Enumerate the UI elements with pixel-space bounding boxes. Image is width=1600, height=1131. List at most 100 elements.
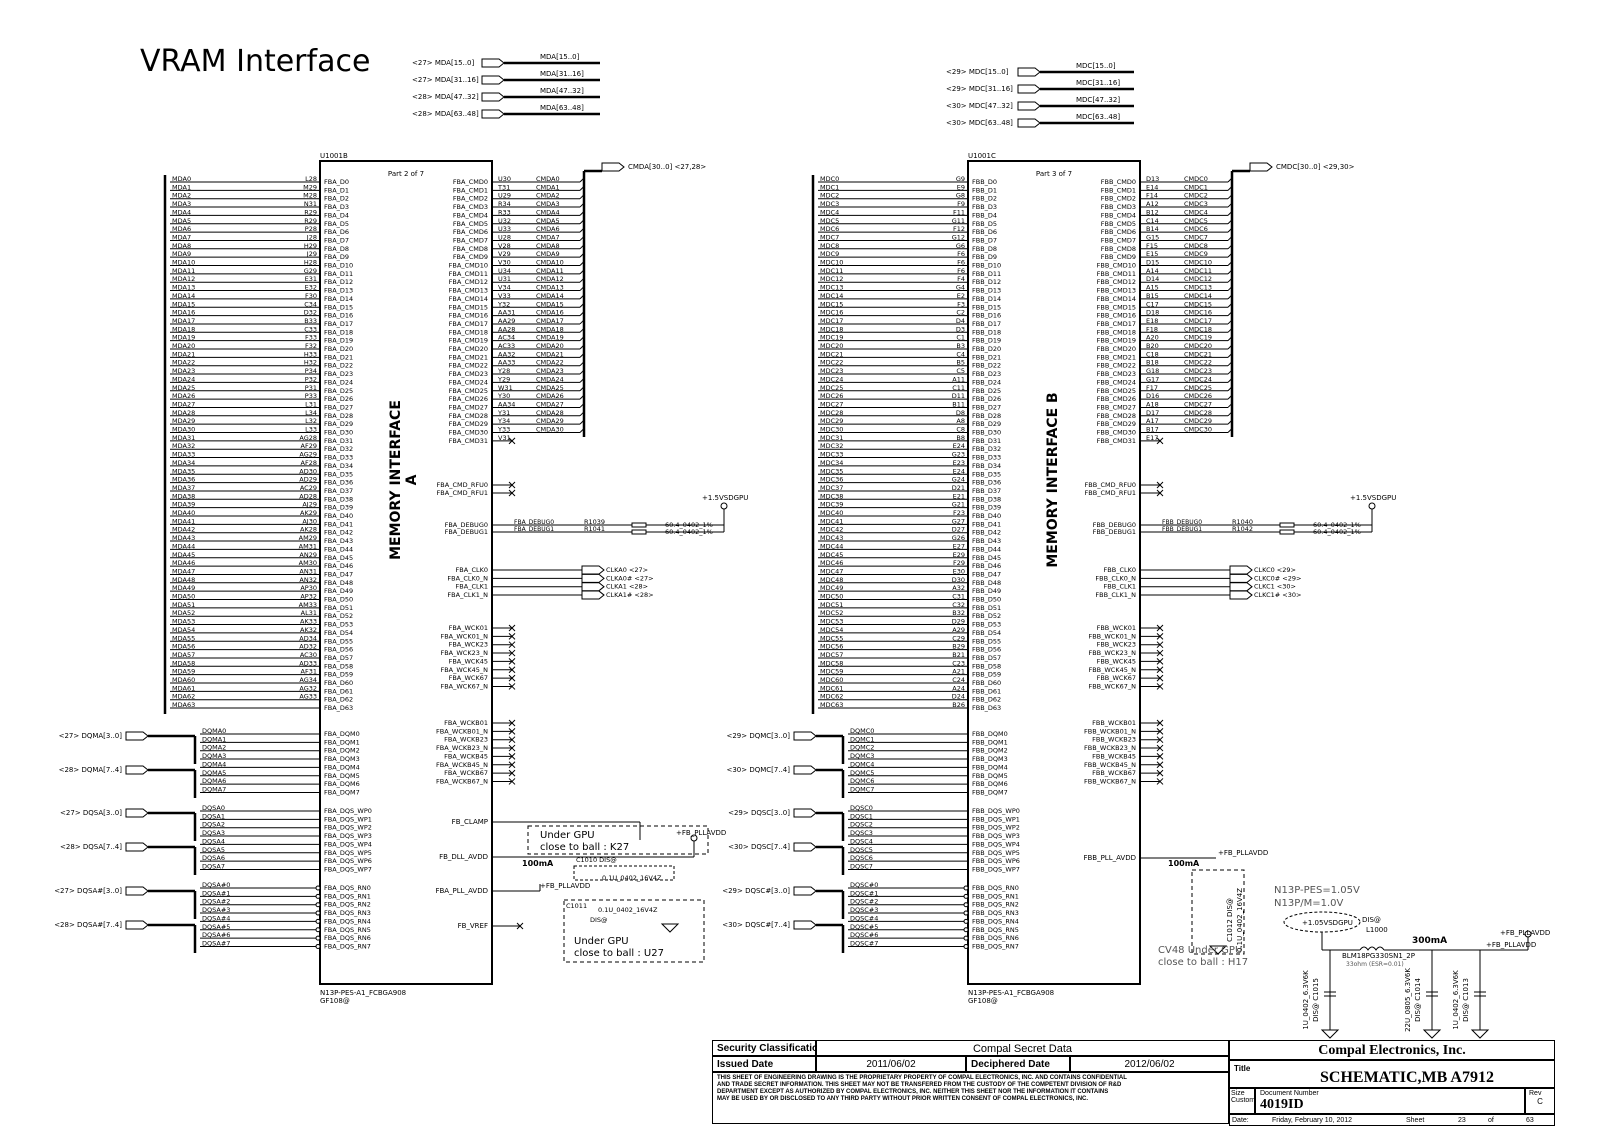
pin-name: FBB_CLK1_N <box>1095 591 1136 599</box>
net-label: CMDC24 <box>1184 375 1212 383</box>
ball-label: AC30 <box>300 651 317 659</box>
pin-name: FBA_D39 <box>324 504 353 512</box>
ball-label: A32 <box>952 584 965 592</box>
bus-connector <box>481 58 505 68</box>
bus-entry <box>579 286 585 291</box>
bus-name: MDC[31..16] <box>1076 79 1120 87</box>
pin-name: FBA_D54 <box>324 629 353 637</box>
ball-label: V30 <box>498 259 511 267</box>
no-connect-mark <box>508 719 516 727</box>
bus-entry <box>1227 419 1233 425</box>
pin-name: FBB_DQS_WP4 <box>972 840 1020 848</box>
net-label: MDC24 <box>820 375 843 383</box>
pin-name: FBB_D27 <box>972 403 1001 411</box>
bus-entry <box>579 177 585 183</box>
net-label: DQSC#0 <box>850 881 878 889</box>
net-label: CMDC12 <box>1184 275 1212 283</box>
bus-connector <box>1017 84 1041 94</box>
ball-label: AK28 <box>300 526 317 534</box>
pin-name: FBA_D33 <box>324 454 353 462</box>
pin-name: FBB_CMD17 <box>1097 320 1136 328</box>
pin-name: FBA_D15 <box>324 303 353 311</box>
bus-ref: <29> DQMC[3..0] <box>726 732 790 740</box>
net-label: MDA37 <box>172 484 195 492</box>
chip-body <box>967 160 1141 985</box>
pin-name: FBA_DQS_RN7 <box>324 942 371 950</box>
cap-ref: C1011 <box>566 902 587 910</box>
bus-ref: <28> MDA[63..48] <box>412 110 479 118</box>
ball-label: U28 <box>498 233 511 241</box>
net-label: DQSA#1 <box>202 889 230 897</box>
pin-name: FBB_D23 <box>972 370 1001 378</box>
bus-name: MDC[47..32] <box>1076 96 1120 104</box>
net-label: CMDC7 <box>1184 233 1208 241</box>
no-connect-mark <box>508 674 516 682</box>
bus-ref: <30> DQMC[7..4] <box>726 766 790 774</box>
ball-label: AD34 <box>299 634 317 642</box>
pin-name: FBA_DQS_WP4 <box>324 840 372 848</box>
pin-name: FBA_D62 <box>324 696 353 704</box>
power-label: +FB_PLLAVDD <box>1500 929 1550 937</box>
pin-name: FBA_D52 <box>324 612 353 620</box>
net-label: DQMA7 <box>202 785 226 793</box>
net-label: DQSC4 <box>850 837 873 845</box>
pin-name: FBB_DEBUG1 <box>1093 528 1136 536</box>
ball-label: B3 <box>956 342 965 350</box>
no-connect-mark <box>1156 761 1164 769</box>
pin-name: FBA_D57 <box>324 654 353 662</box>
net-label: DQSC0 <box>850 804 873 812</box>
pin-name: FBA_D48 <box>324 579 353 587</box>
pin-name: FBA_D30 <box>324 429 353 437</box>
note-text: close to ball : K27 <box>540 842 629 853</box>
pin-name: FBA_D12 <box>324 278 353 286</box>
ball-label: AD33 <box>299 659 317 667</box>
pin-name: FBB_DQS_RN4 <box>972 917 1019 925</box>
pin-name: FBA_WCK23_N <box>440 649 488 657</box>
ball-label: F23 <box>953 509 965 517</box>
pin-name: FBA_D7 <box>324 236 349 244</box>
pin-name: FBB_WCKB45 <box>1092 752 1136 760</box>
note-text: N13P-PES=1.05V <box>1274 885 1360 896</box>
ball-label: A15 <box>1146 284 1159 292</box>
ball-label: C1 <box>956 334 965 342</box>
bus-entry <box>1227 252 1233 258</box>
ball-label: B29 <box>952 643 965 651</box>
pin-name: FBA_D45 <box>324 554 353 562</box>
ball-label: F33 <box>305 334 317 342</box>
ball-label: G23 <box>952 451 965 459</box>
net-label: MDC42 <box>820 526 843 534</box>
pin-name: FBB_CMD6 <box>1101 228 1136 236</box>
cap-ref: DIS@ C1013 <box>1462 978 1470 1022</box>
ball-label: D14 <box>1146 275 1159 283</box>
net-label: MDC22 <box>820 359 843 367</box>
bus-ref: <27> MDA[31..16] <box>412 76 479 84</box>
cap-value: 0.1U_0402_16V4Z <box>602 874 662 882</box>
pin-name: FBB_DQM6 <box>972 780 1008 788</box>
current-label: 100mA <box>522 859 554 868</box>
net-label: MDC19 <box>820 334 843 342</box>
no-connect-mark <box>1156 674 1164 682</box>
current-label: 100mA <box>1168 859 1200 868</box>
net-label: CMDC30 <box>1184 426 1212 434</box>
pin-name: FBB_DQS_RN3 <box>972 909 1019 917</box>
deciphered-label: Deciphered Date <box>966 1056 1070 1072</box>
ball-label: C23 <box>952 659 965 667</box>
pin-name: FBB_D57 <box>972 654 1001 662</box>
ball-label: AN31 <box>299 567 317 575</box>
pin-name: FBB_WCKB45_N <box>1084 761 1136 769</box>
net-label: MDA51 <box>172 601 195 609</box>
net-label: CMDA3 <box>536 200 560 208</box>
pin-name: FBA_D50 <box>324 596 353 604</box>
ball-label: D32 <box>304 309 317 317</box>
resistor-ref: R1042 <box>1232 525 1253 533</box>
chip-footer: GF108@ <box>968 997 998 1005</box>
ball-label: B18 <box>1146 359 1159 367</box>
no-connect-mark <box>1156 437 1164 445</box>
ball-label: E30 <box>953 567 965 575</box>
bus-connector <box>793 886 817 896</box>
ball-label: P33 <box>305 392 317 400</box>
net-label: MDA36 <box>172 476 195 484</box>
pin-name: FBA_CMD20 <box>449 345 488 353</box>
pin-name: FBB_D16 <box>972 312 1001 320</box>
bus-ref: <28> DQSA#[7..4] <box>54 921 122 929</box>
